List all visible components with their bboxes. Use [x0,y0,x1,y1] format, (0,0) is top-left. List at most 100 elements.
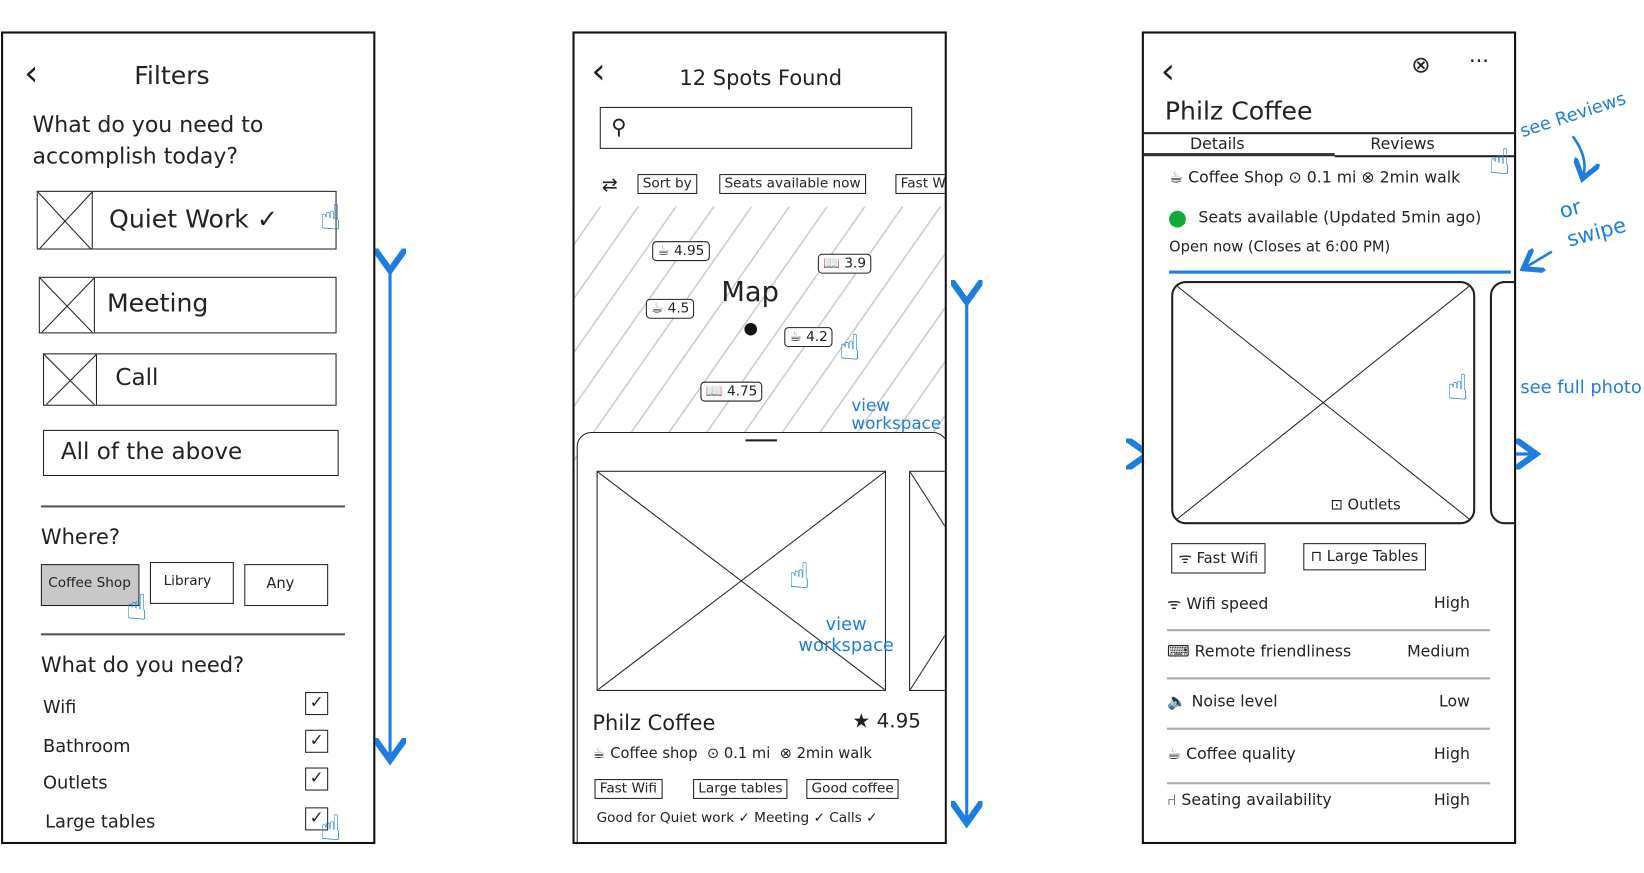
divider [1166,782,1490,784]
tap-hand-icon: ☝ [838,327,861,370]
need-checkbox-outlets[interactable]: ✓ [305,767,329,791]
where-any[interactable]: Any [244,564,329,607]
map[interactable] [574,206,945,469]
filter-settings-icon[interactable]: ⇄ [601,174,618,197]
photo-placeholder[interactable]: ⊡ Outlets [1171,280,1476,525]
open-status: Open now (Closes at 6:00 PM) [1169,239,1391,256]
search-input[interactable]: ⚲ [599,106,913,149]
tag-chip: ⊓ Large Tables [1303,543,1426,571]
page-title: Filters [134,60,210,91]
tab-reviews[interactable]: Reviews [1370,134,1435,154]
attribute-label: Seating availability [1181,790,1332,810]
chip-label: Library [163,573,212,590]
tap-hand-icon: ☝ [125,587,148,630]
tap-hand-icon: ☝ [319,197,342,240]
need-label-large-tables: Large tables [45,811,156,833]
place-name: Philz Coffee [592,709,716,735]
pin-rating: 4.75 [726,383,758,400]
pin-rating: 4.2 [806,329,828,345]
divider [40,505,345,507]
attribute-value: High [1433,790,1470,810]
divider [40,633,345,635]
attribute-label: Remote friendliness [1194,641,1352,661]
more-icon[interactable]: ··· [1468,48,1489,74]
divider [1166,727,1490,730]
tap-hand-icon: ☝ [788,555,811,598]
task-label: Quiet Work ✓ [109,204,278,234]
divider [1166,629,1490,631]
tap-hand-icon: ☝ [1446,366,1469,409]
attribute-label: Coffee quality [1186,744,1296,764]
back-icon[interactable]: ‹ [1160,50,1175,93]
back-icon[interactable]: ‹ [24,52,39,95]
back-icon[interactable]: ‹ [591,50,606,93]
attribute-label: Noise level [1191,692,1278,711]
drag-handle[interactable] [745,439,777,442]
map-pin-coffee[interactable]: ☕ 4.2 [784,327,834,348]
tag-label: Large Tables [1326,548,1419,566]
tab-details[interactable]: Details [1190,134,1245,154]
task-option-all[interactable]: All of the above [42,429,339,477]
map-pin-coffee[interactable]: ☕ 4.5 [645,298,695,319]
close-icon[interactable]: ⊗ [1411,52,1431,79]
photo-caption: ⊡ Outlets [1330,496,1401,514]
divider [1166,677,1490,679]
place-walk: 2min walk [1379,167,1461,187]
task-label: Call [115,364,159,392]
chip-sort-by[interactable]: Sort by [637,174,697,194]
place-meta: ☕ Coffee Shop ⊙ 0.1 mi ⊗ 2min walk [1169,167,1461,187]
place-distance: 0.1 mi [723,745,771,763]
task-label: Meeting [106,288,209,318]
needs-label: What do you need? [40,652,245,678]
annotation-view-workspace: view workspace [798,614,894,657]
attribute-value: High [1433,593,1470,613]
place-rating: ★ 4.95 [852,709,921,733]
search-icon: ⚲ [611,114,627,140]
map-label: Map [721,276,779,309]
rating-value: 4.95 [876,709,921,733]
current-location-dot [744,322,758,336]
pin-rating: 4.5 [667,300,690,317]
result-card-sheet[interactable]: Philz Coffee ★ 4.95 ☕ Coffee shop ⊙ 0.1 … [576,431,945,842]
results-screen: ‹ 12 Spots Found ⚲ ⇄ Sort by Seats avail… [572,31,947,845]
task-option-quiet-work[interactable]: Quiet Work ✓ [36,190,337,250]
next-photo-placeholder[interactable] [909,470,945,691]
chip-seats-available[interactable]: Seats available now [719,174,866,194]
next-photo-placeholder[interactable] [1489,280,1515,525]
where-coffee-shop[interactable]: Coffee Shop [40,564,140,607]
detail-screen: ‹ ⊗ ··· Philz Coffee Details Reviews ☕ C… [1141,31,1517,845]
good-for: Good for Quiet work ✓ Meeting ✓ Calls ✓ [596,810,878,827]
need-label-bathroom: Bathroom [42,736,131,758]
place-meta: ☕ Coffee shop ⊙ 0.1 mi ⊗ 2min walk [592,745,872,763]
need-checkbox-large-tables[interactable]: ✓ [305,807,329,831]
chip-label: Any [266,575,295,593]
map-pin-library[interactable]: 📖 3.9 [817,253,872,274]
task-option-call[interactable]: Call [42,353,337,406]
need-checkbox-bathroom[interactable]: ✓ [305,729,329,753]
place-distance: 0.1 mi [1306,167,1357,187]
attribute-value: Low [1439,692,1470,711]
map-pin-coffee[interactable]: ☕ 4.95 [652,241,710,262]
tag-chip: ᯤ Fast Wifi [1171,543,1266,574]
tag-chip: Good coffee [806,779,900,799]
need-checkbox-wifi[interactable]: ✓ [305,692,329,716]
divider [1143,132,1515,134]
pin-rating: 3.9 [844,255,867,272]
task-option-meeting[interactable]: Meeting [38,276,337,334]
chip-fast-wifi[interactable]: Fast W [895,174,945,194]
need-label-wifi: Wifi [42,697,77,719]
where-library[interactable]: Library [149,561,234,604]
active-tab-indicator [1143,153,1335,157]
seats-status-dot [1169,210,1186,228]
map-pin-library[interactable]: 📖 4.75 [700,381,763,402]
place-type: Coffee Shop [1188,167,1284,187]
annotation-view-workspace: view workspace [851,395,942,434]
need-label-outlets: Outlets [42,772,108,794]
photo-placeholder[interactable] [596,470,886,691]
attribute-label: Wifi speed [1186,594,1269,614]
